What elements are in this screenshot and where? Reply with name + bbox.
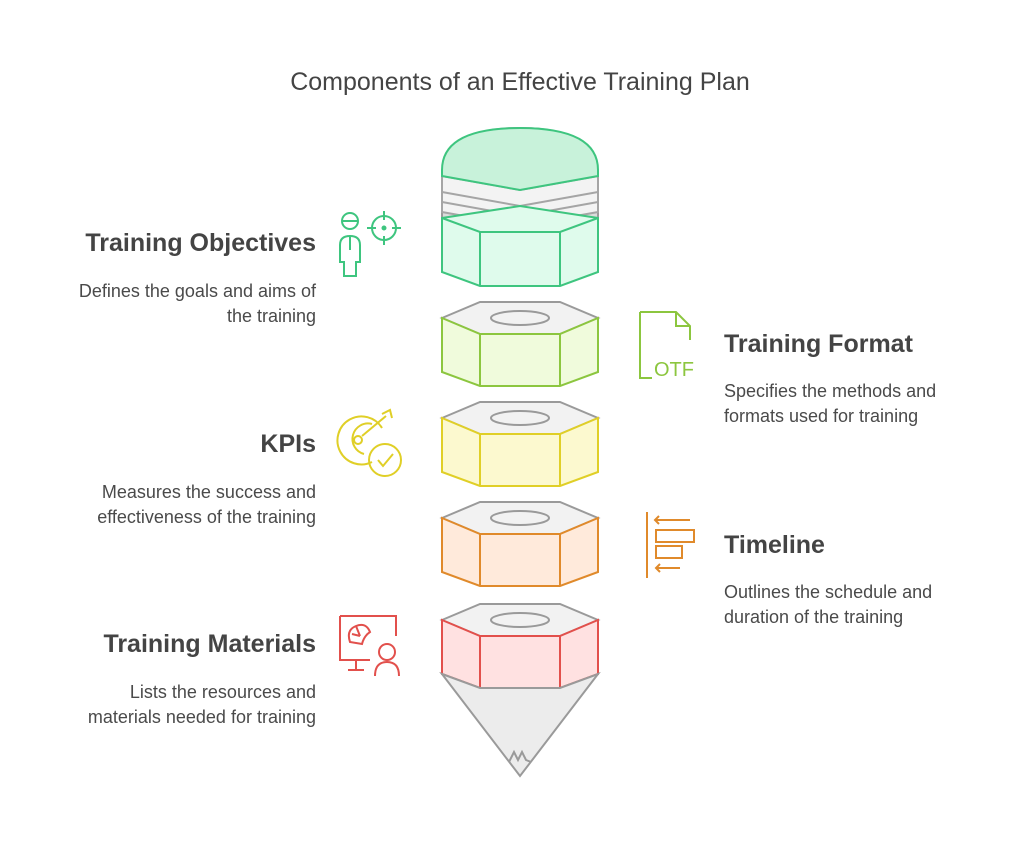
stack-top-cap xyxy=(441,126,599,228)
stack-segment-format xyxy=(439,301,601,387)
stack-segment-timeline xyxy=(439,501,601,587)
timeline-bars-icon xyxy=(646,512,695,578)
heading-training-objectives: Training Objectives xyxy=(85,229,316,257)
desc-training-format: Specifies the methods and formats used f… xyxy=(724,379,936,429)
desc-training-objectives: Defines the goals and aims of the traini… xyxy=(79,279,316,329)
target-check-icon xyxy=(336,408,402,477)
heading-timeline: Timeline xyxy=(724,531,825,559)
person-target-icon xyxy=(339,211,401,277)
heading-training-materials: Training Materials xyxy=(103,630,316,658)
stack-bottom-tip xyxy=(439,671,601,778)
desc-line: Outlines the schedule and xyxy=(724,582,933,602)
desc-line: Specifies the methods and xyxy=(724,381,937,401)
desc-timeline: Outlines the schedule and duration of th… xyxy=(724,580,932,630)
heading-kpis: KPIs xyxy=(260,430,316,458)
heading-training-format: Training Format xyxy=(724,330,913,358)
desc-kpis: Measures the success and effectiveness o… xyxy=(97,480,316,530)
presentation-board-icon xyxy=(339,615,400,677)
desc-line: duration of the training xyxy=(724,607,904,627)
otf-icon-label: OTF xyxy=(654,359,694,381)
stack-segment-objectives xyxy=(441,204,599,287)
desc-line: Defines the goals and aims of xyxy=(78,281,316,301)
desc-line: effectiveness of the training xyxy=(97,507,316,527)
desc-line: materials needed for training xyxy=(87,707,316,727)
desc-line: formats used for training xyxy=(724,406,919,426)
stack-segment-kpis xyxy=(439,401,601,487)
desc-training-materials: Lists the resources and materials needed… xyxy=(88,680,316,730)
otf-file-icon: OTF xyxy=(639,311,694,381)
desc-line: Lists the resources and xyxy=(129,682,316,702)
desc-line: the training xyxy=(226,306,316,326)
desc-line: Measures the success and xyxy=(101,482,316,502)
stack-segment-materials xyxy=(439,603,601,689)
diagram-title: Components of an Effective Training Plan xyxy=(290,68,750,96)
